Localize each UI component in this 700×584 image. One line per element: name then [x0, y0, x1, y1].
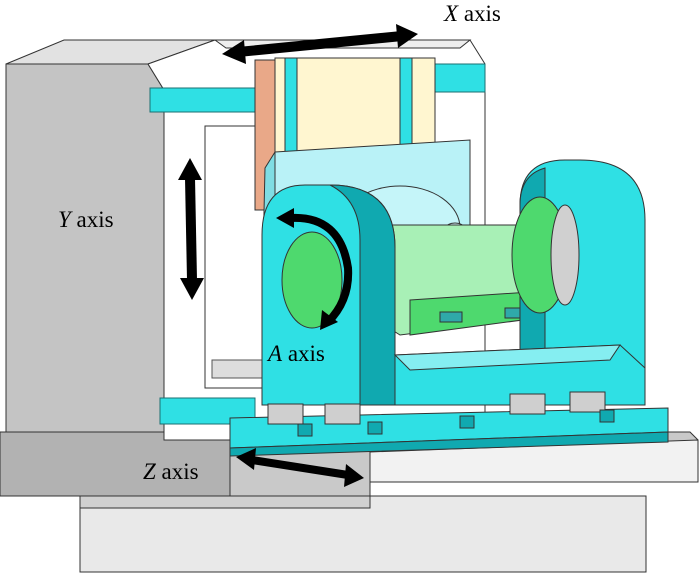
- right-trunnion: [511, 159, 646, 406]
- x-axis-arrow: [222, 24, 418, 64]
- a-axis-word: axis: [287, 341, 325, 366]
- y-axis-symbol: Y: [58, 207, 71, 232]
- x-axis-symbol: X: [444, 1, 459, 26]
- y-axis-label: Y axis: [58, 208, 114, 231]
- a-axis-label: A axis: [268, 342, 325, 365]
- x-axis-word: axis: [463, 1, 501, 26]
- machine-base: [0, 431, 699, 573]
- x-axis-label: X axis: [444, 2, 501, 25]
- left-trunnion: [261, 184, 396, 406]
- z-axis-label: Z axis: [143, 460, 199, 483]
- y-axis-word: axis: [76, 207, 114, 232]
- a-axis-symbol: A: [268, 341, 283, 366]
- worktable: [229, 391, 669, 457]
- a-axis-arrow: [276, 208, 353, 330]
- trunnion-base: [393, 344, 646, 406]
- y-axis-arrow: [178, 158, 204, 300]
- z-axis-arrow: [236, 448, 364, 487]
- z-axis-word: axis: [161, 459, 199, 484]
- z-axis-symbol: Z: [143, 459, 156, 484]
